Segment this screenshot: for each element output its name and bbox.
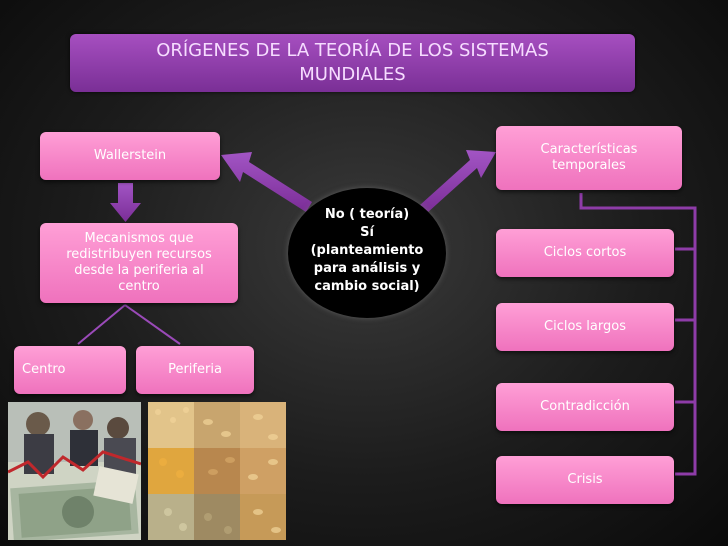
center-line-5: cambio social) (314, 279, 420, 294)
title-line-1: ORÍGENES DE LA TEORÍA DE LOS SISTEMAS (156, 40, 549, 61)
characteristics-box: Características temporales (496, 126, 682, 190)
center-line-1: No ( teoría) (324, 207, 410, 222)
ciclos-cortos-label: Ciclos cortos (543, 245, 627, 260)
wallerstein-box: Wallerstein (40, 132, 220, 180)
center-ellipse: No ( teoría) Sí (planteamiento para anál… (288, 188, 446, 318)
title-box: ORÍGENES DE LA TEORÍA DE LOS SISTEMAS MU… (70, 34, 635, 92)
ciclos-cortos-box: Ciclos cortos (496, 229, 674, 277)
characteristics-line-2: temporales (552, 158, 626, 173)
crisis-label: Crisis (567, 472, 603, 487)
mechanisms-box: Mecanismos que redistribuyen recursos de… (40, 223, 238, 303)
money-photo (8, 402, 141, 540)
contradiccion-label: Contradicción (540, 399, 630, 414)
wallerstein-label: Wallerstein (93, 148, 167, 163)
periferia-box: Periferia (136, 346, 254, 394)
contradiccion-box: Contradicción (496, 383, 674, 431)
grains-photo (148, 402, 286, 540)
ciclos-largos-label: Ciclos largos (544, 319, 626, 334)
right-bracket (579, 193, 697, 476)
ciclos-largos-box: Ciclos largos (496, 303, 674, 351)
title-line-2: MUNDIALES (299, 64, 406, 85)
centro-label: Centro (22, 362, 66, 377)
mechanisms-line-4: centro (118, 279, 160, 294)
characteristics-line-1: Características (540, 142, 638, 157)
connector-to-centro (77, 304, 126, 345)
center-line-2: Sí (360, 225, 374, 240)
periferia-label: Periferia (168, 362, 222, 377)
center-line-3: (planteamiento (310, 243, 424, 258)
down-arrow (110, 183, 141, 222)
mechanisms-line-1: Mecanismos que (84, 231, 194, 246)
centro-box: Centro (14, 346, 126, 394)
left-arrow (221, 152, 312, 212)
connector-to-periferia (124, 304, 181, 345)
mechanisms-line-2: redistribuyen recursos (66, 247, 212, 262)
right-arrow (420, 150, 496, 213)
crisis-box: Crisis (496, 456, 674, 504)
mechanisms-line-3: desde la periferia al (74, 263, 204, 278)
center-line-4: para análisis y (313, 261, 421, 276)
